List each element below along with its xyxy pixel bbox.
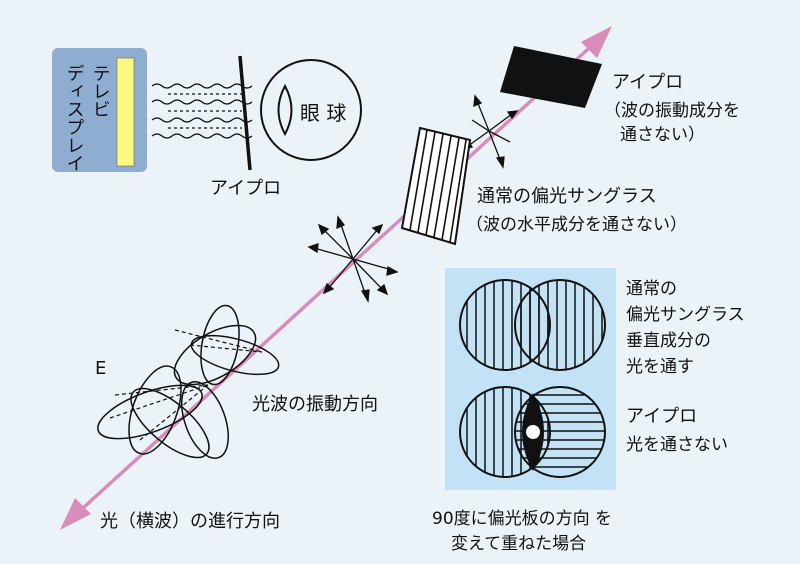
eye-label: 眼 球	[300, 101, 346, 125]
aipro-tv-label: アイプロ	[210, 178, 281, 199]
inset-top-label-1: 通常の	[626, 279, 677, 299]
inset-top-label-2: 偏光サングラス	[626, 305, 745, 325]
aipro-polarizer	[500, 46, 602, 108]
tv-screen	[116, 57, 135, 167]
sunglasses-desc: （波の水平成分を通さない）	[466, 215, 687, 235]
aipro-polarizer-desc-2: 通さない）	[620, 125, 705, 145]
overlap-center-dot	[526, 425, 540, 439]
inset-panel	[445, 268, 616, 490]
inset-top-label-4: 光を通す	[626, 357, 694, 377]
light-beam	[60, 26, 612, 530]
tv-label-line2: ディスプレイ	[64, 64, 85, 172]
unpolarized-wave-arrows	[307, 215, 399, 304]
inset-bottom-label: 光を通さない	[626, 435, 728, 455]
inset-caption-1: 90度に偏光板の方向 を	[432, 509, 612, 529]
aipro-polarizer-title: アイプロ	[612, 72, 683, 93]
inset-caption-2: 変えて重ねた場合	[451, 534, 586, 554]
aipro-polarizer-desc-1: （波の振動成分を	[604, 101, 740, 121]
propagation-label: 光（横波）の進行方向	[100, 511, 280, 532]
beam-arrowhead-bottom	[60, 498, 91, 530]
beam-arrowhead-top	[581, 26, 612, 58]
wave-vector-label: E	[95, 358, 106, 379]
inset-bottom-title: アイプロ	[626, 406, 697, 427]
sunglasses-polarizer	[400, 126, 472, 246]
tv-label-line1: テレビ	[90, 64, 111, 118]
oscillation-label: 光波の振動方向	[252, 394, 378, 415]
aipro-filter-line	[238, 55, 252, 171]
inset-top-label-3: 垂直成分の	[626, 331, 711, 351]
light-wave-oscillation	[97, 304, 280, 459]
sunglasses-title: 通常の偏光サングラス	[477, 186, 657, 207]
tv-light-waves	[151, 83, 253, 139]
tv-display: テレビ ディスプレイ	[52, 48, 147, 172]
eye-icon	[260, 59, 362, 161]
